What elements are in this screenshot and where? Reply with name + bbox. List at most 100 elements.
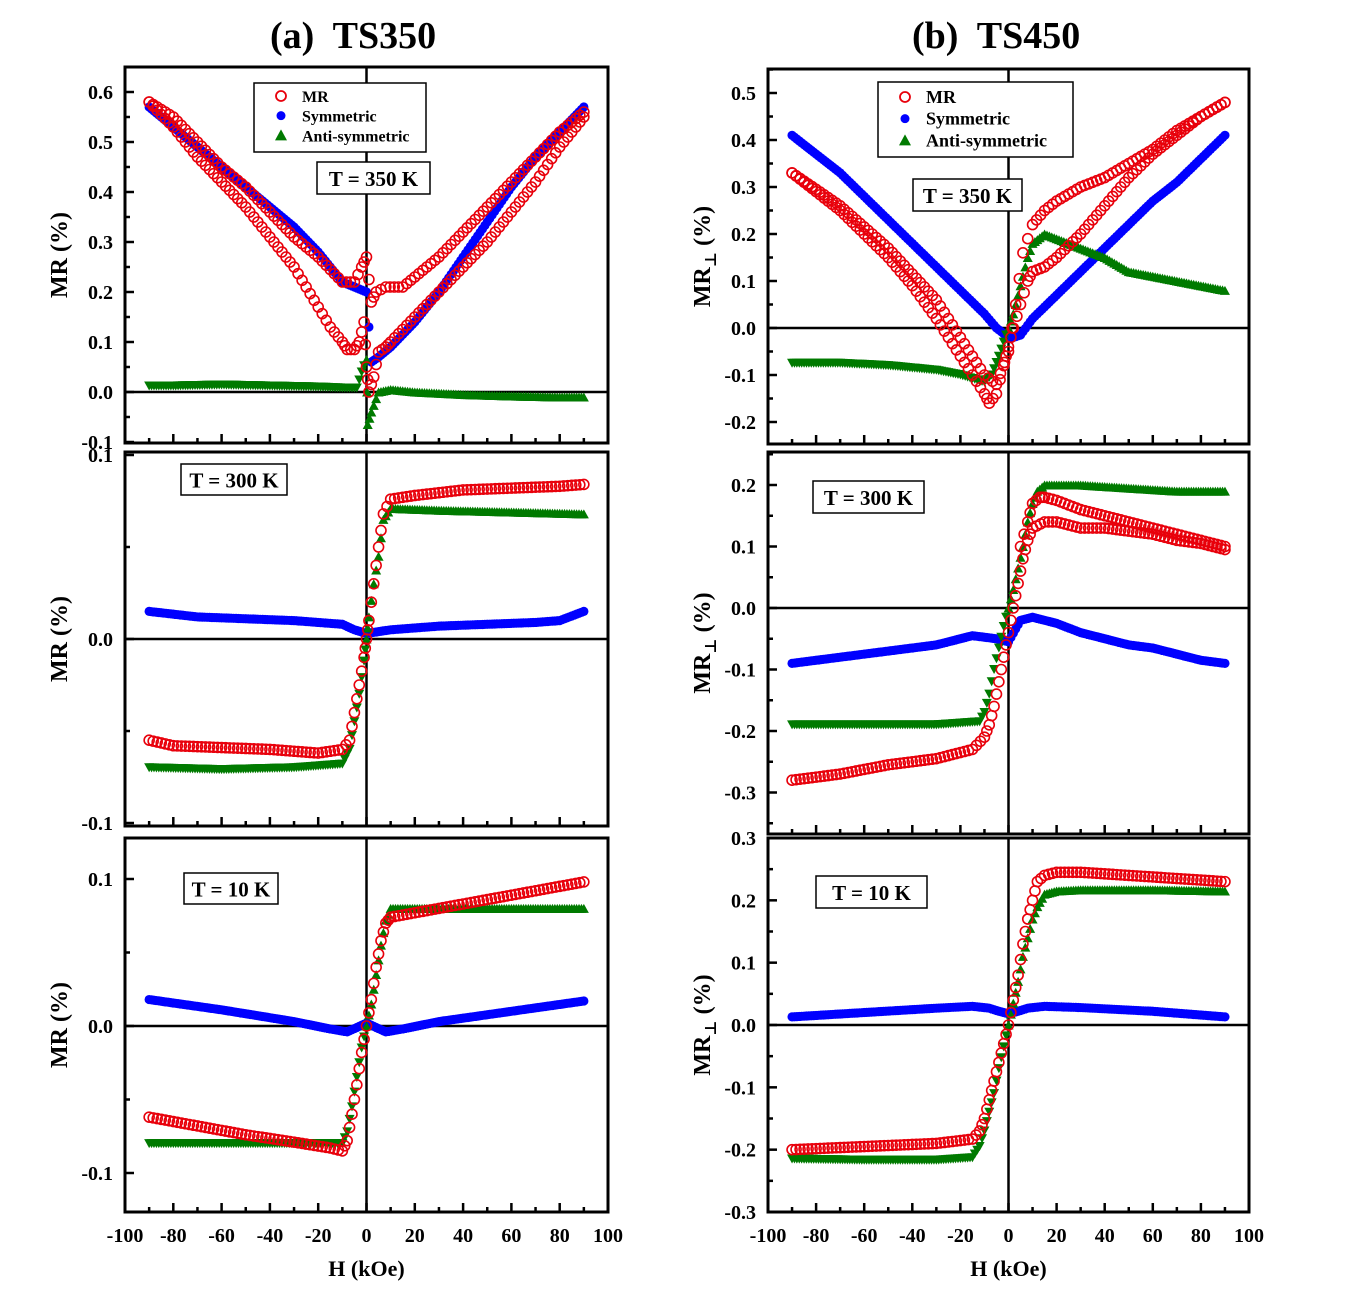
x-tick-label: 20 (1047, 1225, 1067, 1247)
y-tick-label: 0.5 (731, 83, 756, 105)
panel-a-350K: -0.10.00.10.20.30.40.50.6MR (%)T = 350 K… (47, 65, 610, 454)
panel-b-300K: -0.3-0.2-0.10.00.10.2MR⊥ (%)T = 300 K (690, 450, 1251, 836)
panel-b-350K: -0.2-0.10.00.10.20.30.40.5MR⊥ (%)T = 350… (690, 67, 1251, 446)
temperature-annotation: T = 10 K (192, 878, 271, 902)
series-anti-symmetric (787, 885, 1230, 1165)
y-tick-label: 0.2 (731, 224, 756, 246)
panel-b-title: (b) TS450 (912, 15, 1081, 57)
x-tick-label: -100 (107, 1225, 144, 1247)
x-tick-label: -20 (947, 1225, 974, 1247)
series-mr (786, 866, 1231, 1156)
x-tick-label: -80 (160, 1225, 187, 1247)
y-tick-label: -0.1 (81, 1163, 113, 1185)
series-mr-branch2 (786, 96, 1231, 391)
y-tick-label: 0.1 (88, 869, 113, 891)
panel-a-title: (a) TS350 (270, 15, 437, 57)
y-tick-label: 0.0 (88, 629, 113, 651)
series-symmetric (787, 130, 1230, 342)
data-points (786, 866, 1231, 1165)
x-tick-label: 0 (362, 1225, 372, 1247)
y-tick-label: 0.1 (731, 537, 756, 559)
y-axis-label: MR (%) (47, 596, 73, 682)
y-axis-label: MR (%) (47, 982, 73, 1068)
y-tick-label: 0.0 (731, 318, 756, 340)
temperature-annotation: T = 10 K (832, 881, 911, 905)
legend-label: MR (926, 87, 957, 107)
temperature-annotation: T = 300 K (824, 486, 914, 510)
x-tick-label: 60 (1143, 1225, 1163, 1247)
legend-label: Anti-symmetric (926, 130, 1047, 150)
x-tick-label: 80 (1191, 1225, 1211, 1247)
series-symmetric (144, 994, 589, 1037)
x-tick-label: -60 (208, 1225, 235, 1247)
panel-a-300K: -0.1 0.0 0.1 MR (%) T = 300 K (47, 445, 610, 835)
x-tick-label: 100 (593, 1225, 623, 1247)
y-tick-label: -0.2 (724, 721, 756, 743)
data-points (143, 96, 590, 429)
temperature-annotation: T = 350 K (329, 167, 419, 191)
y-tick-label: -0.1 (724, 1077, 756, 1099)
x-axis-label: H (kOe) (970, 1256, 1046, 1281)
y-axis-label: MR (%) (47, 212, 73, 298)
x-tick-label: -20 (305, 1225, 332, 1247)
y-tick-label: 0.3 (731, 177, 756, 199)
temperature-annotation-box (812, 480, 925, 514)
series-symmetric (787, 612, 1230, 668)
temperature-annotation: T = 350 K (923, 184, 1013, 208)
x-tick-label: 60 (501, 1225, 521, 1247)
x-tick-label: -40 (257, 1225, 284, 1247)
data-points (143, 876, 590, 1157)
y-tick-label: 0.5 (88, 132, 113, 154)
y-tick-label: 0.0 (731, 598, 756, 620)
legend-label: Symmetric (302, 109, 377, 126)
temperature-annotation-box (815, 875, 928, 909)
series-anti-symmetric (144, 355, 589, 429)
series-symmetric (144, 606, 589, 639)
x-tick-label: -40 (899, 1225, 926, 1247)
legend-label: MR (302, 89, 329, 106)
data-points (143, 478, 590, 775)
y-tick-label: 0.3 (731, 828, 756, 850)
y-tick-label: 0.6 (88, 82, 113, 104)
temperature-annotation-box (912, 178, 1023, 212)
series-mr-branch2 (1014, 491, 1231, 553)
y-tick-label: 0.0 (88, 1016, 113, 1038)
y-tick-label: -0.1 (724, 365, 756, 387)
y-tick-label: 0.0 (731, 1015, 756, 1037)
temperature-annotation-box (316, 161, 431, 195)
y-tick-label: 0.3 (88, 232, 113, 254)
x-tick-label: -80 (803, 1225, 830, 1247)
x-tick-label: 100 (1234, 1225, 1264, 1247)
y-tick-label: -0.2 (724, 1140, 756, 1162)
y-axis-label: MR⊥ (%) (690, 206, 720, 307)
series-mr (143, 478, 590, 759)
y-tick-label: 0.1 (731, 271, 756, 293)
legend-label: Symmetric (926, 109, 1010, 129)
y-tick-label: -0.3 (724, 783, 756, 805)
temperature-annotation: T = 300 K (189, 469, 279, 493)
x-axis-label: H (kOe) (328, 1256, 404, 1281)
temperature-annotation-box (183, 872, 279, 905)
series-anti-symmetric (144, 503, 589, 775)
data-points (786, 96, 1231, 410)
y-tick-label: -0.1 (81, 813, 113, 835)
y-axis-label: MR⊥ (%) (690, 592, 720, 693)
y-tick-label: 0.1 (731, 953, 756, 975)
x-tick-label: 0 (1004, 1225, 1014, 1247)
data-points (786, 480, 1231, 787)
y-tick-label: 0.1 (88, 445, 113, 467)
legend-label: Anti-symmetric (302, 128, 410, 145)
y-tick-label: -0.1 (81, 432, 113, 454)
x-tick-label: 40 (453, 1225, 473, 1247)
x-tick-label: -100 (750, 1225, 787, 1247)
x-tick-label: -60 (851, 1225, 878, 1247)
series-mr (143, 96, 590, 398)
y-tick-label: 0.1 (88, 332, 113, 354)
y-tick-label: 0.0 (88, 382, 113, 404)
y-axis-label: MR⊥ (%) (690, 974, 720, 1075)
y-tick-label: 0.2 (731, 475, 756, 497)
y-tick-label: 0.4 (731, 130, 756, 152)
